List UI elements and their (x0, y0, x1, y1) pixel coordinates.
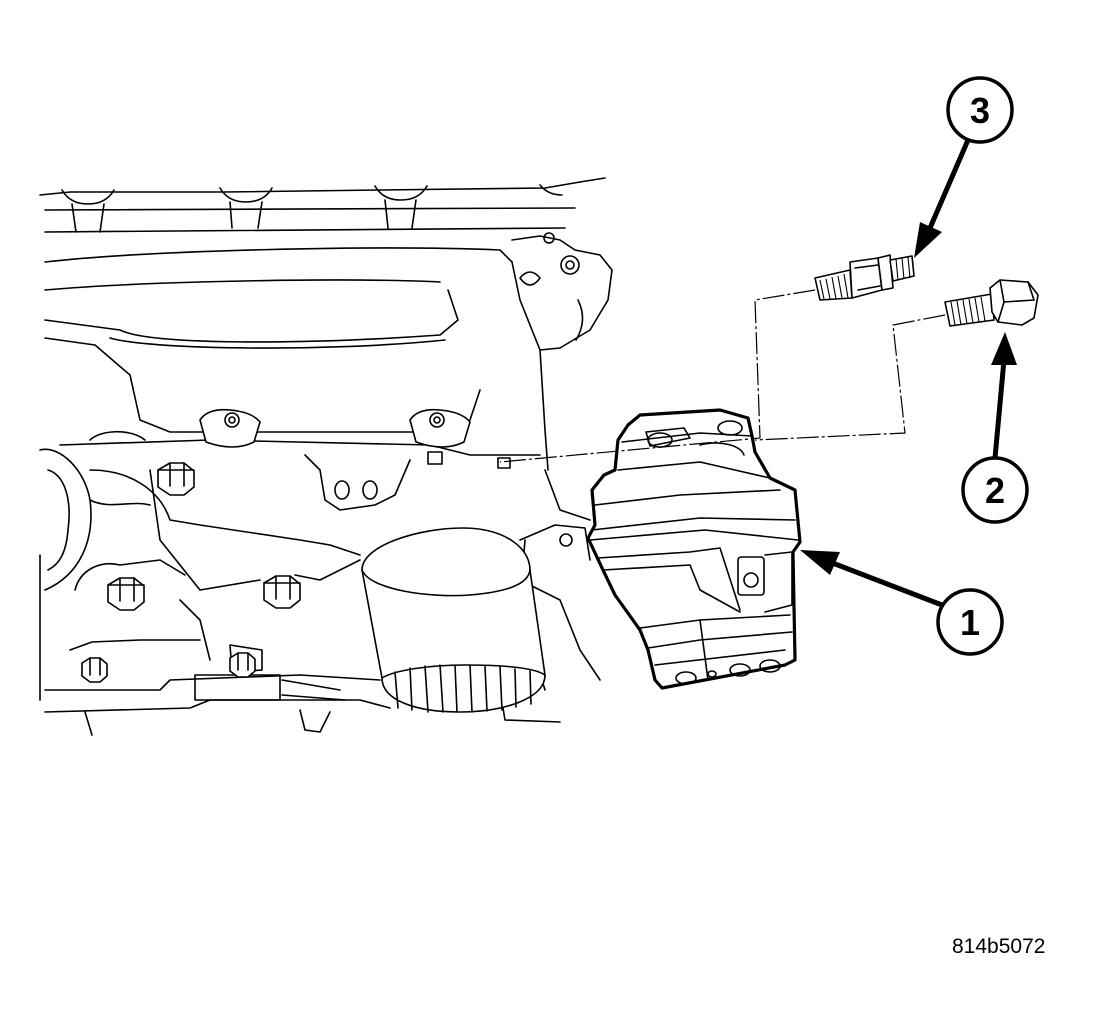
callout-2: 2 (961, 332, 1029, 524)
callout-3: 3 (914, 76, 1014, 258)
callout-label: 2 (985, 470, 1005, 511)
engine-mount (586, 408, 802, 690)
engine-block (39, 177, 613, 736)
callout-label: 1 (960, 602, 980, 643)
mount-bolt (944, 279, 1039, 327)
mount-stud (814, 254, 915, 301)
callout-1: 1 (800, 550, 1004, 656)
oil-filter (361, 527, 546, 713)
figure-code: 814b5072 (952, 935, 1046, 958)
cover-bolt (263, 575, 301, 609)
cover-bolt (157, 462, 195, 496)
bolt-leader-line (754, 314, 946, 441)
cover-bolt (229, 652, 256, 678)
cover-bolt (81, 657, 108, 683)
cover-bolt (107, 577, 145, 611)
callout-label: 3 (970, 90, 990, 131)
stud-leader-line (499, 289, 816, 463)
